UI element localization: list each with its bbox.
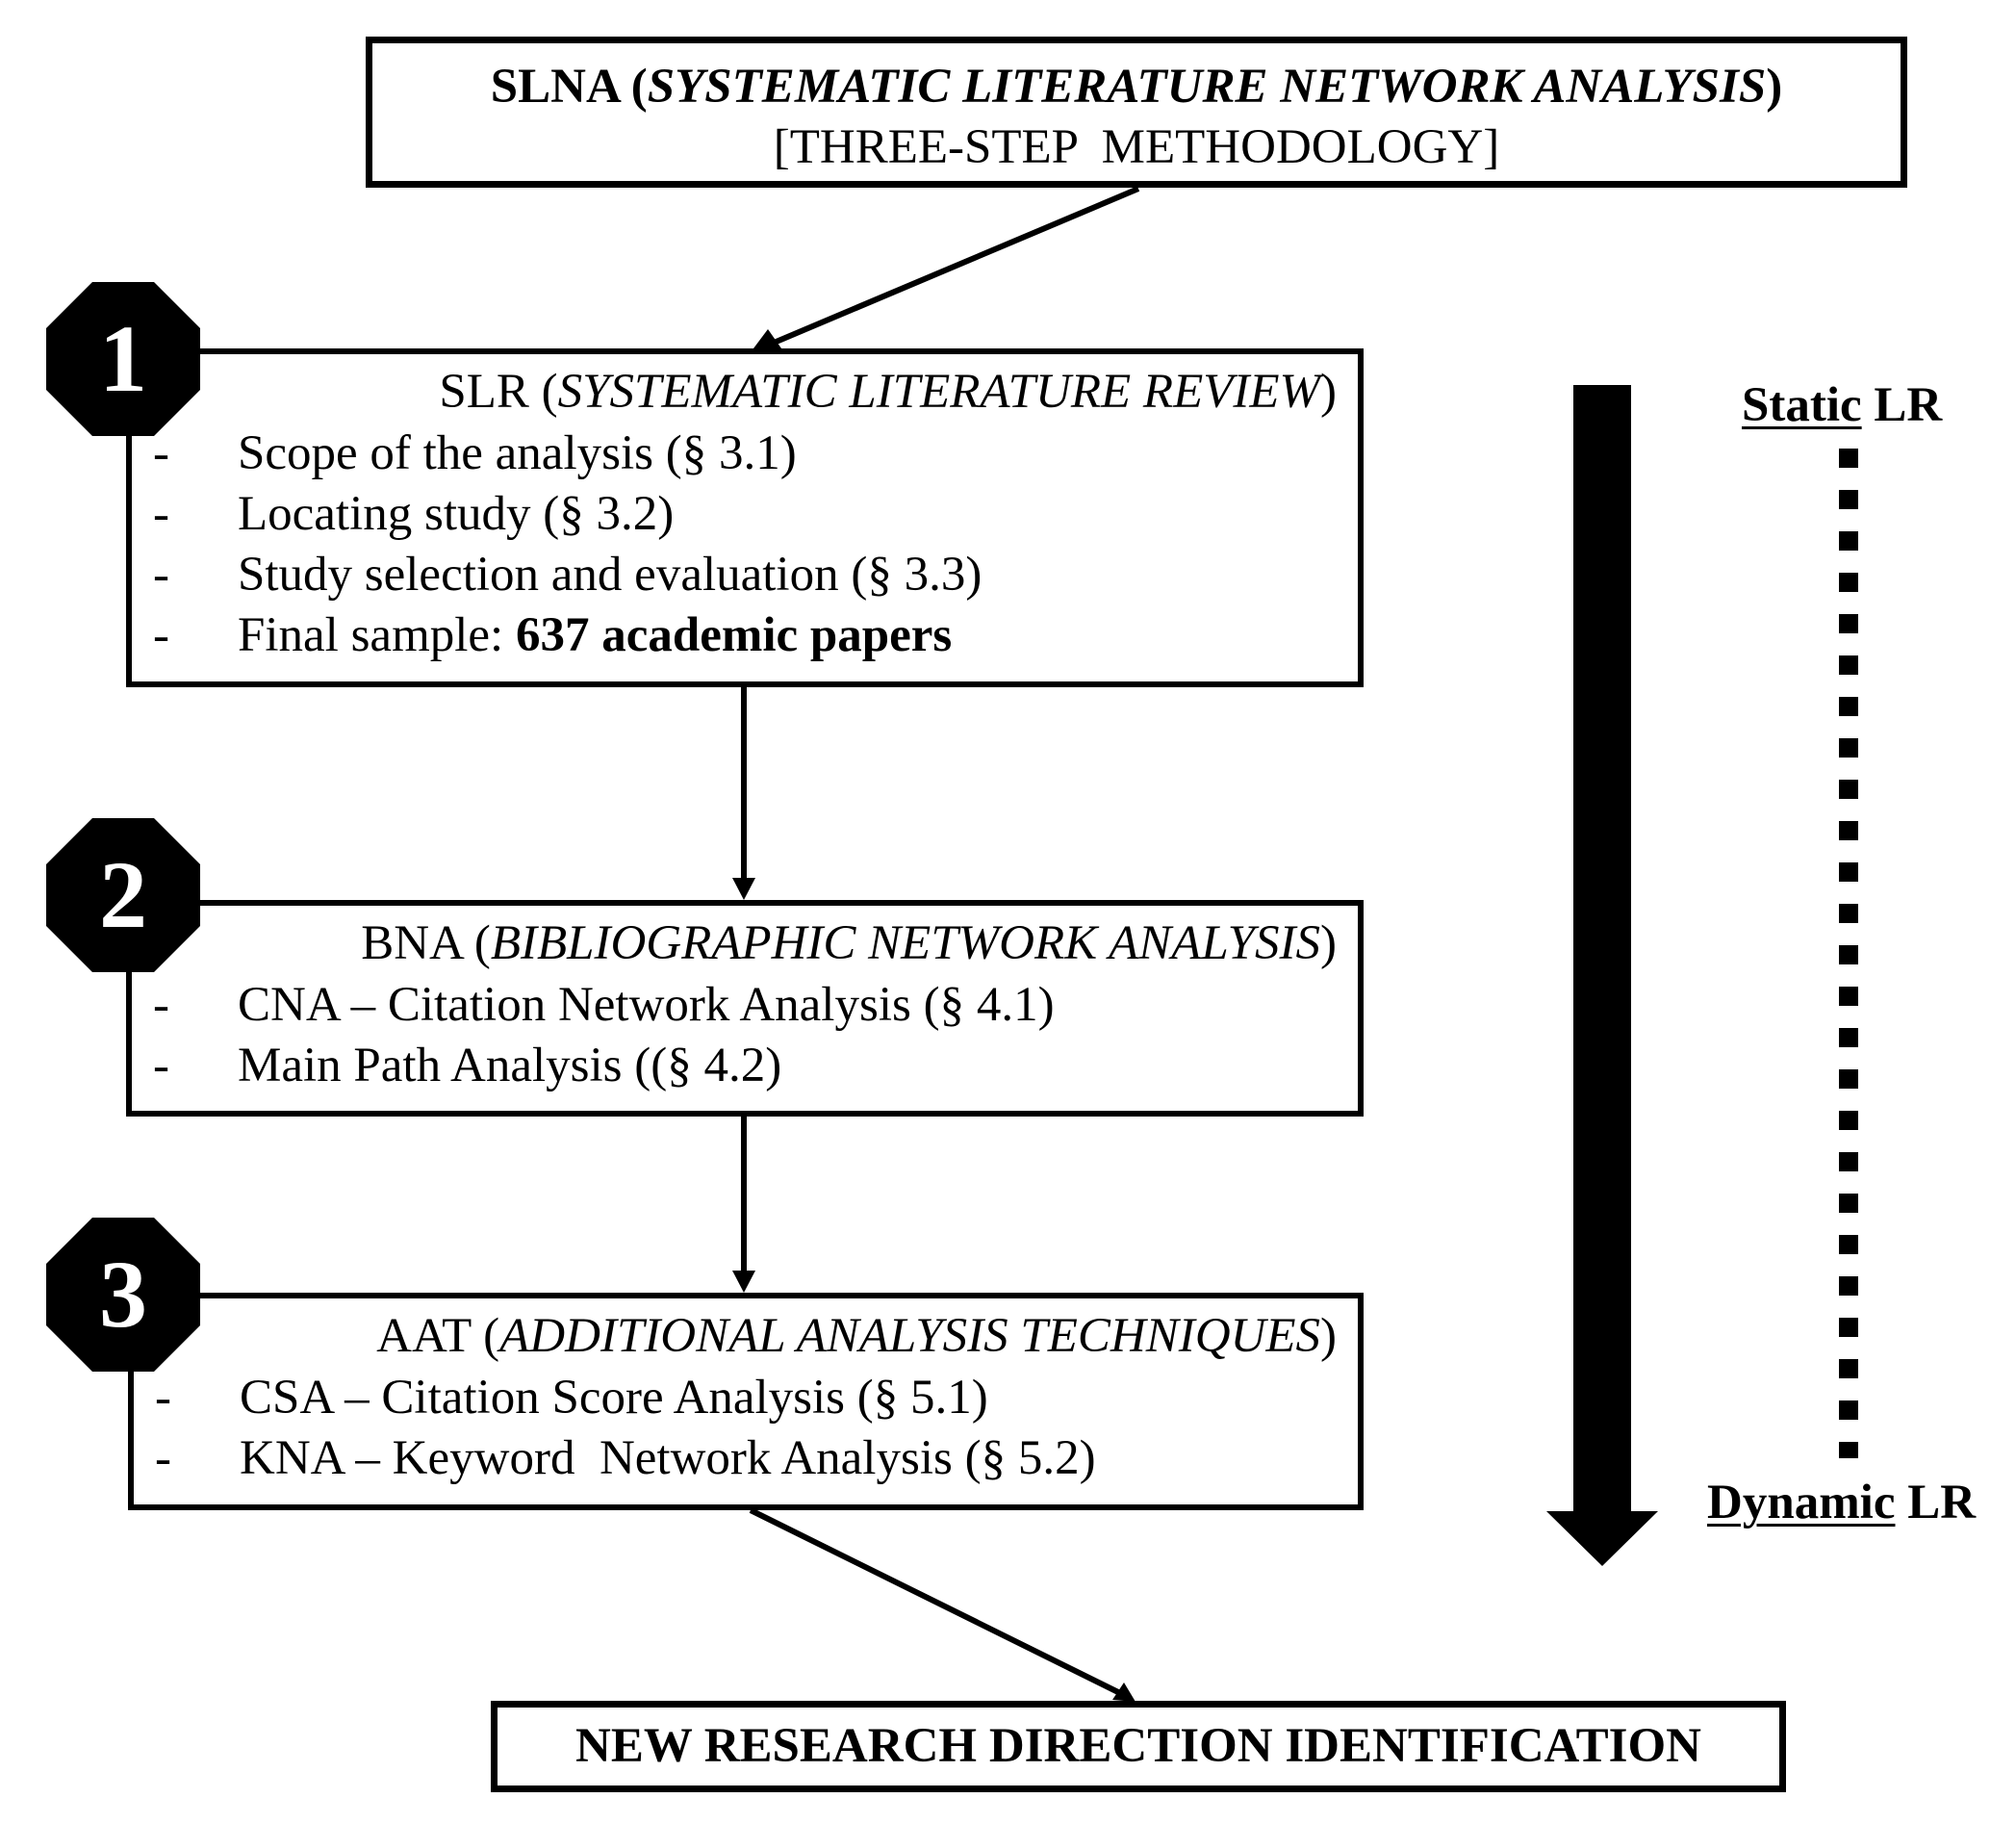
step2-box: BNA (BIBLIOGRAPHIC NETWORK ANALYSIS) - CN… xyxy=(126,900,1364,1117)
list-item-text: CSA – Citation Score Analysis (§ 5.1) xyxy=(240,1371,988,1425)
title-prefix: SLNA ( xyxy=(490,60,648,114)
step2-number-badge: 2 xyxy=(46,818,200,972)
list-item-text: Study selection and evaluation (§ 3.3) xyxy=(238,548,982,602)
list-item-text: Locating study (§ 3.2) xyxy=(238,487,675,541)
list-item: - Locating study (§ 3.2) xyxy=(153,484,982,545)
arrowhead-step1 xyxy=(751,329,781,352)
final-outcome-box: NEW RESEARCH DIRECTION IDENTIFICATION xyxy=(491,1701,1786,1792)
list-dash: - xyxy=(153,978,169,1032)
big-down-arrow-head xyxy=(1546,1511,1658,1566)
dynamic-lr-suffix: LR xyxy=(1895,1476,1977,1529)
big-down-arrow-shaft xyxy=(1573,385,1631,1513)
methodology-title-line1: SLNA (SYSTEMATIC LITERATURE NETWORK ANAL… xyxy=(372,57,1901,117)
step2-heading: BNA (BIBLIOGRAPHIC NETWORK ANALYSIS) xyxy=(361,913,1337,974)
step1-box: SLR (SYSTEMATIC LITERATURE REVIEW) - Scop… xyxy=(126,348,1364,687)
step3-list: - CSA – Citation Score Analysis (§ 5.1) -… xyxy=(155,1368,1096,1489)
list-dash: - xyxy=(155,1431,171,1485)
list-item: - Study selection and evaluation (§ 3.3) xyxy=(153,545,982,605)
step1-list: - Scope of the analysis (§ 3.1) - Locating… xyxy=(153,424,982,666)
list-item: - Final sample: 637 academic papers xyxy=(153,605,982,666)
final-outcome-label: NEW RESEARCH DIRECTION IDENTIFICATION xyxy=(575,1719,1701,1773)
methodology-title-line2: [THREE-STEP METHODOLOGY] xyxy=(773,120,1500,174)
list-dash: - xyxy=(155,1371,171,1425)
title-suffix: ) xyxy=(1766,60,1783,114)
arrowhead-step3 xyxy=(732,1271,755,1293)
final-sample-count: 637 academic papers xyxy=(515,608,953,662)
step2-list: - CNA – Citation Network Analysis (§ 4.1)… xyxy=(153,975,1055,1096)
static-lr-label: Static LR xyxy=(1742,375,1942,436)
list-dash: - xyxy=(153,487,169,541)
list-item: - KNA – Keyword Network Analysis (§ 5.2) xyxy=(155,1428,1096,1489)
step2-acronym: BNA ( xyxy=(361,916,491,970)
list-dash: - xyxy=(153,548,169,602)
step3-full-name: ADDITIONAL ANALYSIS TECHNIQUES xyxy=(499,1309,1321,1363)
arrow-step3-to-final xyxy=(749,1507,1128,1699)
list-dash: - xyxy=(153,1039,169,1092)
step2-full-name: BIBLIOGRAPHIC NETWORK ANALYSIS xyxy=(490,916,1321,970)
step1-heading: SLR (SYSTEMATIC LITERATURE REVIEW) xyxy=(439,362,1337,423)
list-item-text: Scope of the analysis (§ 3.1) xyxy=(238,426,797,480)
dynamic-word: Dynamic xyxy=(1707,1476,1896,1529)
step2-close: ) xyxy=(1320,916,1337,970)
arrow-title-to-step1 xyxy=(758,186,1140,351)
list-item-text: Main Path Analysis ((§ 4.2) xyxy=(238,1039,782,1092)
list-item: - Main Path Analysis ((§ 4.2) xyxy=(153,1036,1055,1096)
arrowhead-step2 xyxy=(732,878,755,900)
step1-full-name: SYSTEMATIC LITERATURE REVIEW xyxy=(557,365,1321,419)
list-dash: - xyxy=(153,426,169,480)
step3-box: AAT (ADDITIONAL ANALYSIS TECHNIQUES) - CS… xyxy=(128,1293,1364,1510)
step1-acronym: SLR ( xyxy=(439,365,558,419)
step3-close: ) xyxy=(1320,1309,1337,1363)
list-item: - CSA – Citation Score Analysis (§ 5.1) xyxy=(155,1368,1096,1428)
list-item-text: CNA – Citation Network Analysis (§ 4.1) xyxy=(238,978,1055,1032)
step3-number-badge: 3 xyxy=(46,1218,200,1372)
step1-number-badge: 1 xyxy=(46,282,200,436)
methodology-title-box: SLNA (SYSTEMATIC LITERATURE NETWORK ANAL… xyxy=(366,37,1907,188)
step3-acronym: AAT ( xyxy=(376,1309,500,1363)
dynamic-lr-label: Dynamic LR xyxy=(1707,1473,1976,1533)
step1-close: ) xyxy=(1320,365,1337,419)
list-dash: - xyxy=(153,608,169,662)
list-item: - Scope of the analysis (§ 3.1) xyxy=(153,424,982,484)
list-item: - CNA – Citation Network Analysis (§ 4.1) xyxy=(153,975,1055,1036)
step3-heading: AAT (ADDITIONAL ANALYSIS TECHNIQUES) xyxy=(376,1306,1337,1367)
list-item-text: KNA – Keyword Network Analysis (§ 5.2) xyxy=(240,1431,1096,1485)
list-item-text: Final sample: xyxy=(238,608,516,662)
arrowhead-final xyxy=(1112,1683,1136,1702)
title-italic: SYSTEMATIC LITERATURE NETWORK ANALYSIS xyxy=(647,60,1767,114)
static-word: Static xyxy=(1742,378,1862,432)
static-lr-suffix: LR xyxy=(1861,378,1943,432)
